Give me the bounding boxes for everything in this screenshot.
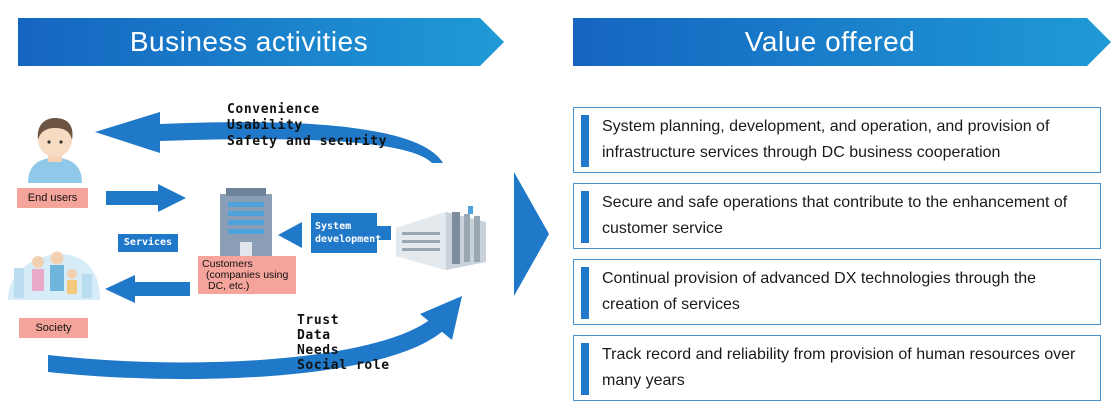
- flow-top-line-3: Safety and security: [227, 134, 388, 149]
- system-development-label: System development: [311, 213, 382, 253]
- customers-label-line-3: DC, etc.): [208, 280, 250, 292]
- flow-bottom-line-1: Trust: [297, 313, 340, 328]
- business-activities-banner: Business activities: [18, 18, 504, 66]
- customers-label-line-2: (companies using: [206, 269, 289, 281]
- flow-bottom-line-4: Social role: [297, 358, 390, 373]
- banner-arrow-shape: [573, 18, 1111, 66]
- flow-bottom-line-2: Data: [297, 328, 331, 343]
- customer-building-icon: [220, 188, 272, 256]
- value-item-2: Secure and safe operations that contribu…: [573, 183, 1101, 249]
- bottom-curved-arrow: [48, 296, 462, 380]
- services-label: Services: [118, 234, 178, 252]
- value-item-bar: [581, 267, 589, 319]
- customers-label: Customers (companies using DC, etc.): [198, 256, 296, 294]
- value-item-bar: [581, 191, 589, 243]
- banner-arrow-shape: [18, 18, 504, 66]
- value-item-4: Track record and reliability from provis…: [573, 335, 1101, 401]
- center-chevron-arrow: [514, 172, 549, 296]
- flow-top-line-2: Usability: [227, 118, 303, 133]
- flow-top-line-1: Convenience: [227, 102, 320, 117]
- value-item-bar: [581, 343, 589, 395]
- value-item-bar: [581, 115, 589, 167]
- top-curved-arrow: [95, 112, 443, 163]
- value-item-3: Continual provision of advanced DX techn…: [573, 259, 1101, 325]
- end-users-label: End users: [17, 188, 88, 208]
- end-users-to-customers-arrow: [106, 184, 186, 212]
- business-activities-title: Business activities: [129, 26, 369, 57]
- customers-label-line-1: Customers: [202, 258, 253, 270]
- value-item-text: Track record and reliability from provis…: [602, 346, 1076, 389]
- value-item-1: System planning, development, and operat…: [573, 107, 1101, 173]
- end-user-person-icon: [28, 118, 82, 183]
- value-item-text: Secure and safe operations that contribu…: [602, 194, 1068, 237]
- system-label-line-1: System: [315, 221, 352, 232]
- value-item-text: Continual provision of advanced DX techn…: [602, 270, 1037, 313]
- value-item-text: System planning, development, and operat…: [602, 118, 1050, 161]
- system-to-customers-arrow: [278, 222, 391, 248]
- business-flow-diagram: [8, 112, 549, 380]
- customers-to-society-arrow: [105, 275, 190, 303]
- flow-bottom-line-3: Needs: [297, 343, 340, 358]
- system-label-line-2: development: [315, 234, 382, 245]
- value-offered-banner: Value offered: [573, 18, 1111, 66]
- data-center-icon: [396, 206, 486, 270]
- society-label: Society: [19, 318, 88, 338]
- value-offered-title: Value offered: [744, 26, 916, 57]
- society-family-icon: [8, 251, 100, 300]
